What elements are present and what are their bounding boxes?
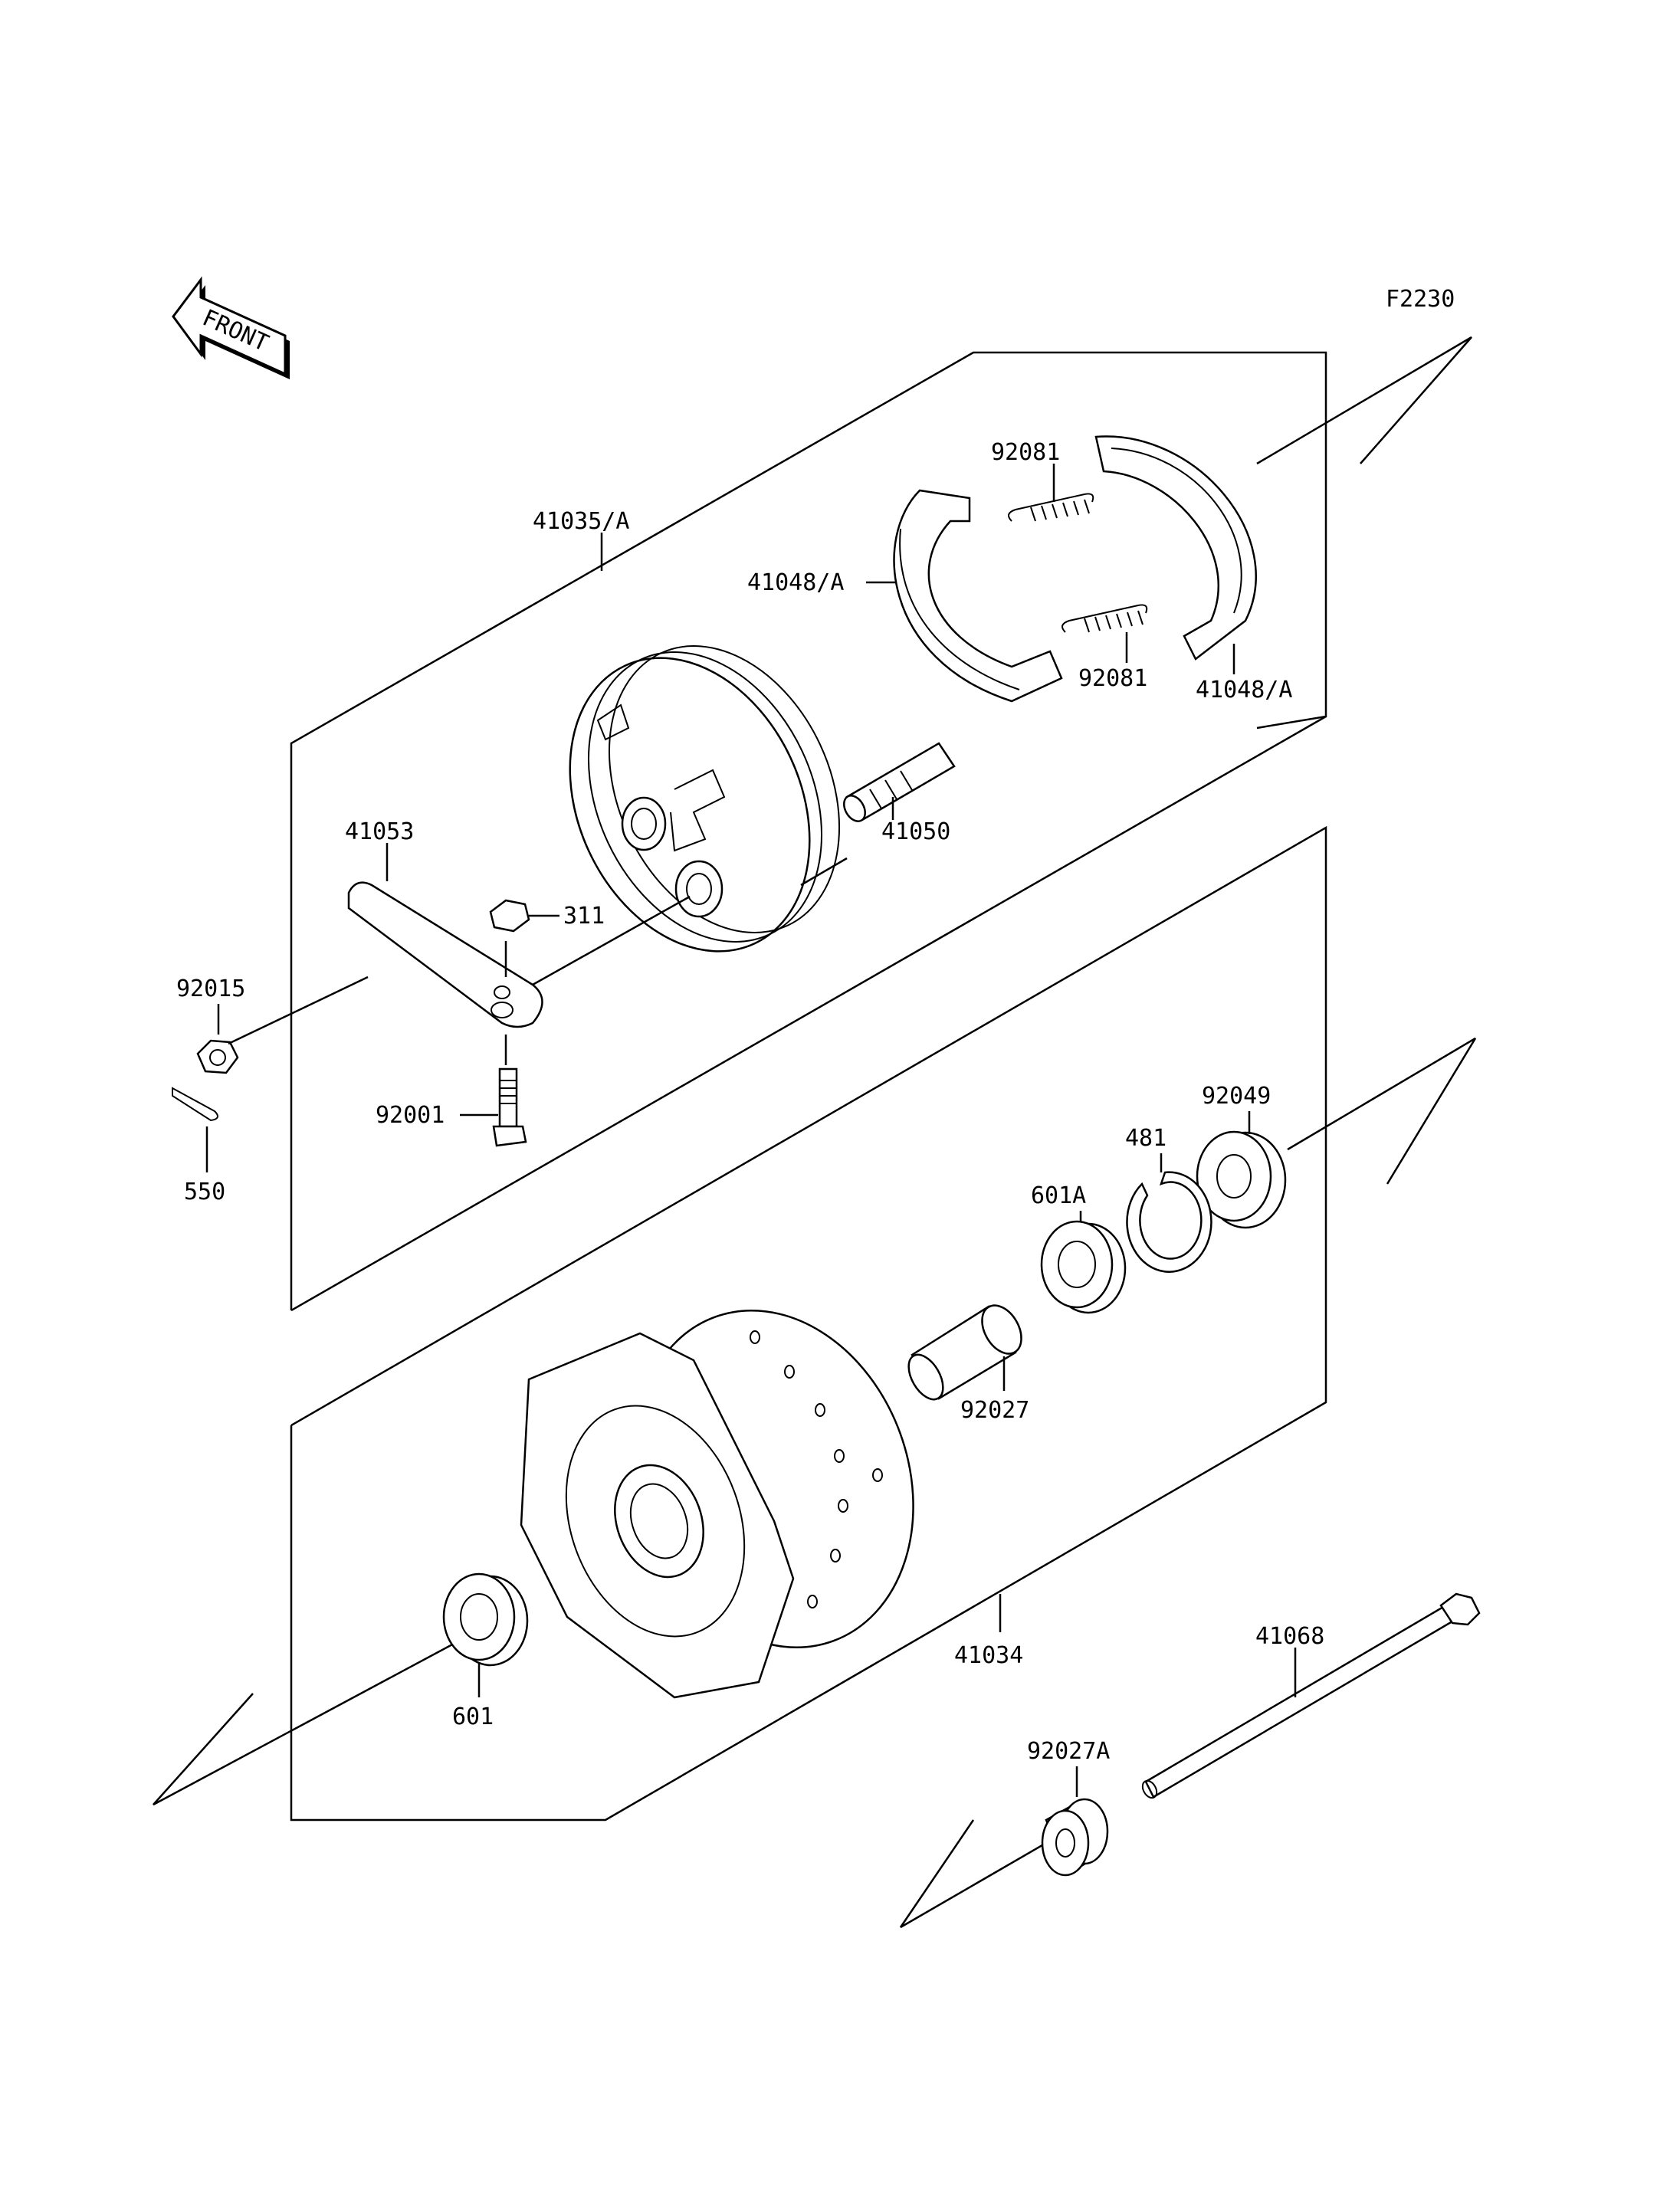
brake-panel-part [569,645,841,953]
wheel-hub-part [520,1310,914,1699]
collar-92027A-part [1041,1798,1109,1877]
label-41068: 41068 [1255,1623,1324,1650]
label-92049: 92049 [1202,1083,1271,1110]
spacer-92027-part [907,1304,1022,1401]
cotter-pin-part [172,1087,218,1122]
upper-group-frame [290,336,1472,1312]
label-41034: 41034 [954,1642,1023,1669]
label-550: 550 [184,1179,225,1205]
label-311: 311 [563,903,605,930]
label-481: 481 [1125,1125,1166,1152]
bearing-601A-part [1040,1220,1127,1314]
circlip-part [1126,1171,1212,1273]
label-41053: 41053 [345,818,414,845]
label-41048-A-right: 41048/A [1196,677,1292,703]
nut-92015-part [196,1039,239,1074]
nut-311-part [489,899,530,933]
oil-seal-part [1196,1130,1287,1229]
brake-shoe-left-part [893,489,1063,703]
label-92027A: 92027A [1027,1738,1110,1765]
brake-lever-part [347,881,543,1028]
label-41050: 41050 [881,818,950,845]
label-41035-A: 41035/A [533,508,629,535]
label-92081-top: 92081 [991,439,1060,466]
cam-shaft-part [843,742,956,822]
label-92027: 92027 [960,1397,1029,1424]
axle-part [1141,1592,1481,1799]
label-41048-A-left: 41048/A [747,569,844,596]
label-601A: 601A [1031,1182,1086,1209]
leader-lines [205,464,1297,1797]
front-arrow-icon: FRONT [172,276,290,379]
lower-group-frame [153,825,1477,1929]
label-601: 601 [452,1703,494,1730]
label-92015: 92015 [176,976,245,1002]
bolt-92001-part [492,1067,527,1147]
label-92081-bottom: 92081 [1078,665,1147,692]
brake-shoe-right-part [1094,435,1257,661]
label-92001: 92001 [376,1102,445,1129]
figure-code: F2230 [1386,286,1455,313]
bearing-601-part [442,1572,529,1667]
spring-top-part [1008,493,1094,522]
spring-bottom-part [1061,604,1148,633]
